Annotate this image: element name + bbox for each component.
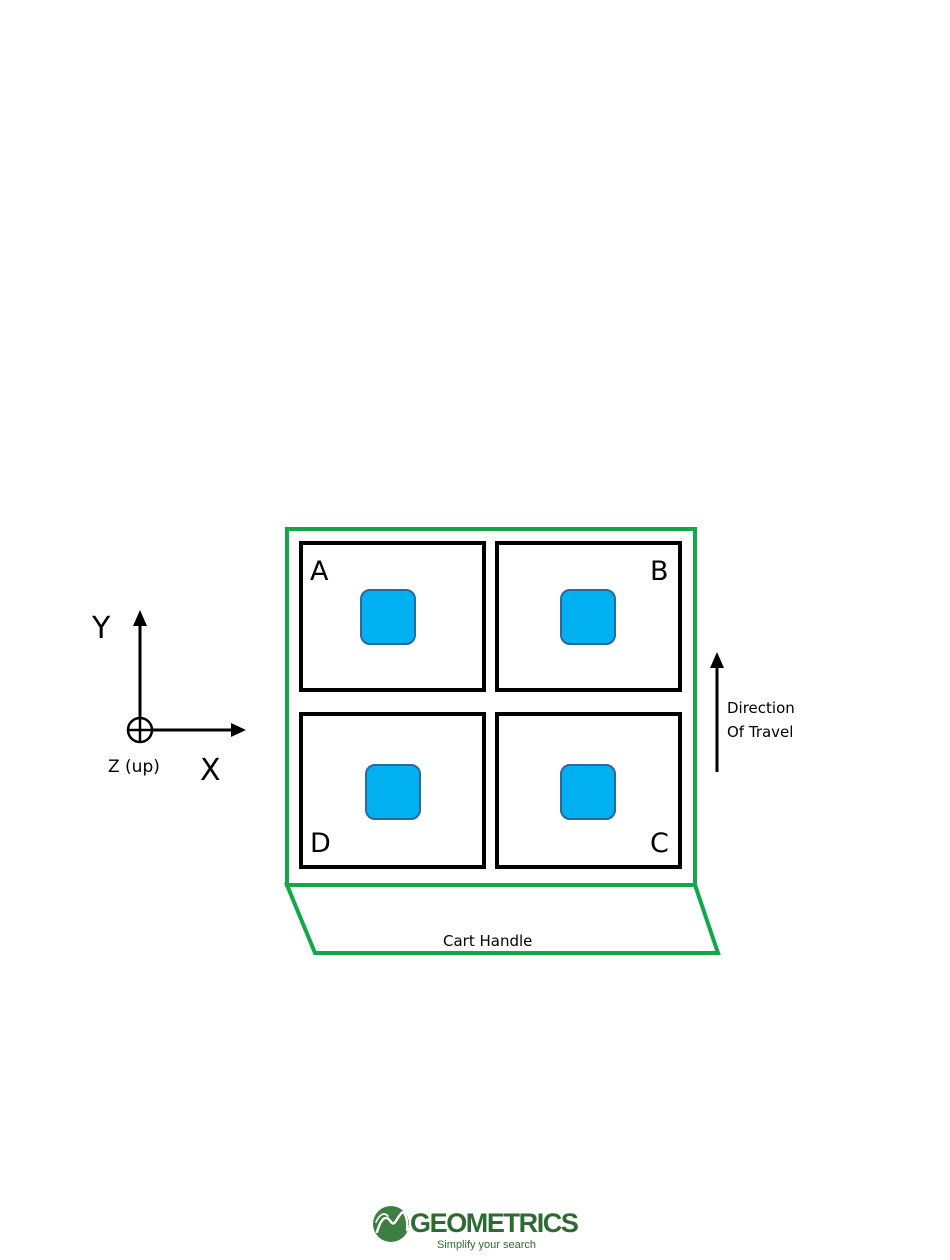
direction-arrowhead — [710, 652, 724, 668]
y-axis-label: Y — [91, 611, 111, 646]
cart-handle-label: Cart Handle — [443, 932, 532, 950]
logo-name: GEOMETRICS — [410, 1208, 578, 1238]
direction-label-line2: Of Travel — [727, 723, 793, 741]
quadrant-b: B — [497, 543, 680, 690]
sensor-d — [366, 765, 420, 819]
sensor-a — [361, 590, 415, 644]
x-axis-label: X — [200, 753, 221, 788]
quadrant-c: C — [497, 714, 680, 867]
sensor-c — [561, 765, 615, 819]
quadrant-d-label: D — [310, 828, 331, 859]
quadrant-c-label: C — [650, 828, 669, 859]
logo-tagline: Simplify your search — [437, 1239, 536, 1251]
z-axis-icon — [128, 718, 152, 742]
cart-frame: Cart Handle — [287, 529, 718, 953]
quadrant-a: A — [301, 543, 484, 690]
direction-of-travel: Direction Of Travel — [710, 652, 795, 772]
axes-group: Y X Z (up) — [91, 610, 246, 788]
quadrant-a-label: A — [310, 556, 329, 587]
geometrics-logo: GEOMETRICS Simplify your search — [373, 1206, 578, 1251]
quadrant-b-label: B — [650, 556, 669, 587]
cart-body-outline — [287, 529, 695, 885]
y-axis-arrowhead — [133, 610, 147, 626]
z-axis-label: Z (up) — [108, 757, 160, 777]
direction-label-line1: Direction — [727, 699, 795, 717]
sensor-b — [561, 590, 615, 644]
geometrics-globe-icon — [373, 1206, 409, 1242]
x-axis-arrowhead — [231, 723, 246, 737]
quadrant-d: D — [301, 714, 484, 867]
